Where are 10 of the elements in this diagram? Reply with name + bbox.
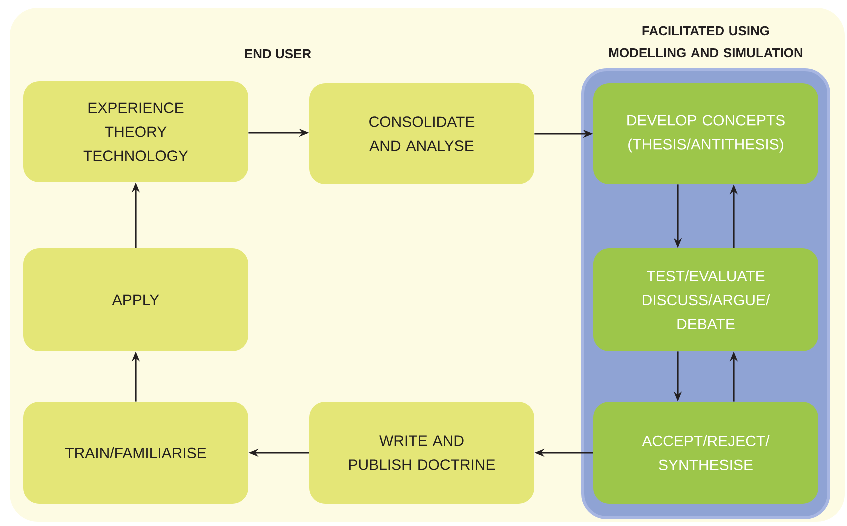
process-box: ACCEPT/REJECT/ SYNTHESISE xyxy=(594,402,818,504)
node-label: FACILITATED USING MODELLING AND SIMULATION xyxy=(609,26,803,58)
process-box: TRAIN/FAMILIARISE xyxy=(24,402,248,504)
heading: END USER xyxy=(245,49,312,59)
process-box: DEVELOP CONCEPTS (THESIS/ANTITHESIS) xyxy=(594,84,818,184)
process-box: CONSOLIDATE AND ANALYSE xyxy=(310,84,534,184)
process-box: TEST/EVALUATE DISCUSS/ARGUE/ DEBATE xyxy=(594,248,818,352)
process-box: WRITE AND PUBLISH DOCTRINE xyxy=(310,402,534,504)
process-box: APPLY xyxy=(24,248,248,352)
process-box: EXPERIENCE THEORY TECHNOLOGY xyxy=(24,82,248,182)
